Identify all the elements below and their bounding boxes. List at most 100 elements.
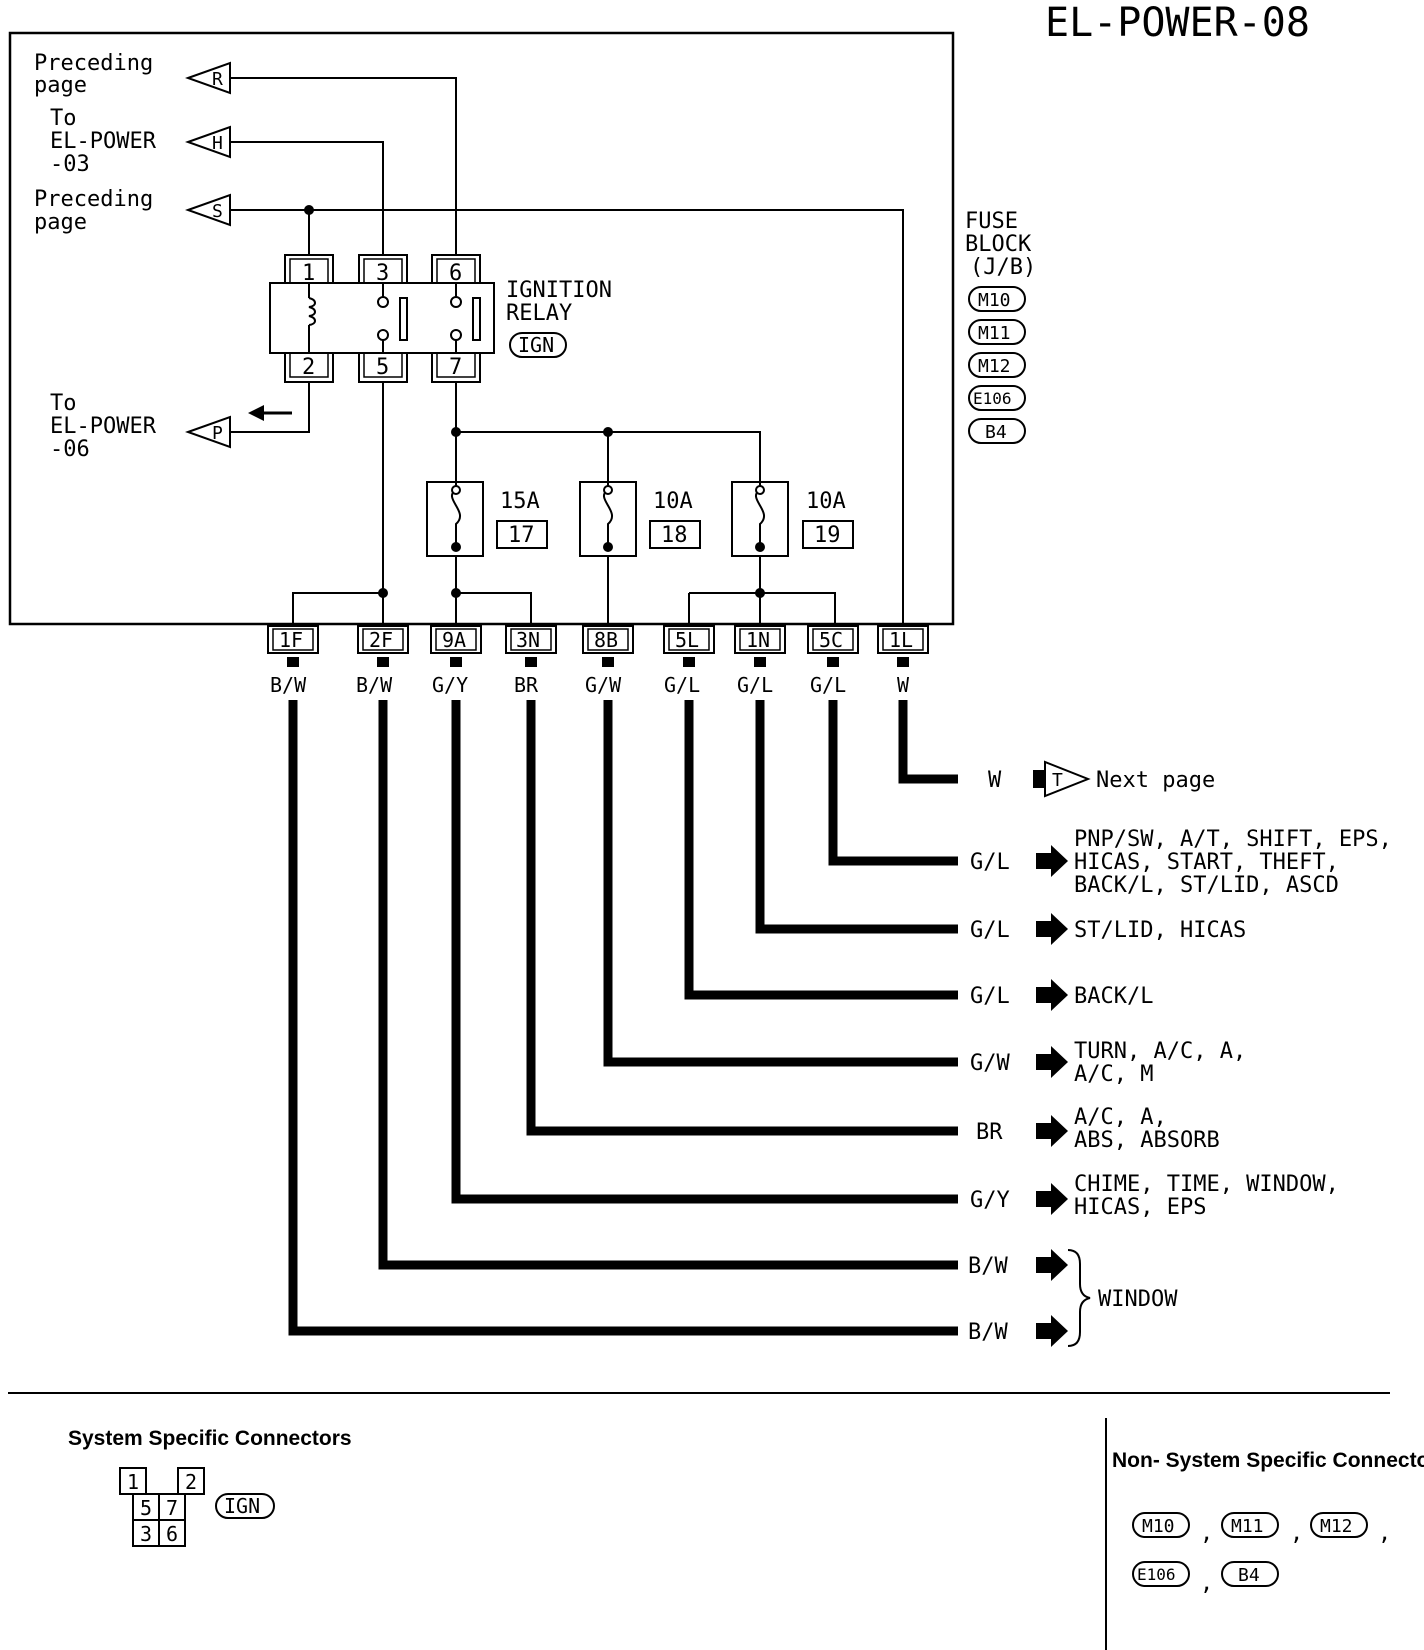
nss-connector-m10: M10 xyxy=(1132,1512,1190,1538)
relay-pin-5: 5 xyxy=(376,355,389,380)
svg-text:BACK/L: BACK/L xyxy=(1074,984,1153,1009)
output-gy-9a-arrow-icon xyxy=(1036,1183,1068,1215)
output-br-3n-arrow-icon xyxy=(1036,1115,1068,1147)
fuse-block-line1: FUSE xyxy=(965,209,1018,234)
svg-text:ST/LID, HICAS: ST/LID, HICAS xyxy=(1074,918,1246,943)
svg-text:,: , xyxy=(1200,1521,1213,1546)
window-brace-icon xyxy=(1067,1249,1091,1347)
fuse-18-amp: 10A xyxy=(653,489,693,514)
terminal-9a-id: 9A xyxy=(442,628,466,652)
connector-to-h: To EL-POWER -03 H xyxy=(50,106,231,177)
output-gl-5c: G/L PNP/SW, A/T, SHIFT, EPS, HICAS, STAR… xyxy=(970,827,1392,898)
connector-p-arrow xyxy=(185,415,231,449)
terminal-5l-id: 5L xyxy=(675,628,699,652)
terminal-5c: 5C G/L xyxy=(807,625,859,697)
relay-coil-icon xyxy=(308,283,316,353)
output-br-3n: BR A/C, A, ABS, ABSORB xyxy=(976,1105,1220,1153)
svg-text:M10: M10 xyxy=(978,290,1011,311)
connector-s-letter: S xyxy=(212,201,223,222)
page-title: EL-POWER-08 xyxy=(1045,0,1310,46)
relay-contact-6-7-icon xyxy=(450,283,481,353)
fuse-18-num: 18 xyxy=(661,523,688,548)
terminal-8b-color: G/W xyxy=(585,673,622,697)
connector-to-p: To EL-POWER -06 P xyxy=(50,391,231,462)
output-bw-2f: B/W xyxy=(968,1249,1068,1281)
svg-text:3: 3 xyxy=(140,1522,152,1546)
ign-code: IGN xyxy=(224,1494,260,1518)
svg-text:5: 5 xyxy=(140,1496,152,1520)
connector-s-line1: Preceding xyxy=(34,187,153,212)
relay-pin-6: 6 xyxy=(449,261,462,286)
output-br-3n-color: BR xyxy=(976,1120,1003,1145)
terminal-1f-color: B/W xyxy=(270,673,307,697)
terminal-1l-id: 1L xyxy=(889,628,913,652)
terminal-5c-id: 5C xyxy=(819,628,843,652)
nss-connector-b4: B4 xyxy=(1221,1561,1279,1587)
system-specific-heading: System Specific Connectors xyxy=(68,1427,352,1450)
terminal-1n-color: G/L xyxy=(737,673,773,697)
svg-text:CHIME, TIME, WINDOW,: CHIME, TIME, WINDOW, xyxy=(1074,1172,1339,1197)
relay-pin-7: 7 xyxy=(449,355,462,380)
connector-p-line1: To xyxy=(50,391,77,416)
svg-text:A/C, A,: A/C, A, xyxy=(1074,1105,1167,1130)
terminal-5l: 5L G/L xyxy=(663,625,715,697)
output-gl-5c-arrow-icon xyxy=(1036,845,1068,877)
output-w-label: Next page xyxy=(1096,768,1215,793)
ignition-relay: 1 3 6 2 5 7 xyxy=(269,254,612,383)
connector-preceding-s: Preceding page S xyxy=(34,187,231,235)
relay-label-line2: RELAY xyxy=(506,301,572,326)
svg-text:B4: B4 xyxy=(985,422,1007,443)
svg-text:,: , xyxy=(1290,1521,1303,1546)
terminal-1l: 1L W xyxy=(877,625,929,697)
terminal-3n-id: 3N xyxy=(516,628,540,652)
svg-text:E106: E106 xyxy=(973,389,1012,408)
svg-text:7: 7 xyxy=(166,1496,178,1520)
relay-code: IGN xyxy=(518,333,554,357)
connector-t-arrow xyxy=(1044,760,1091,798)
terminal-2f-id: 2F xyxy=(369,628,393,652)
svg-text:B4: B4 xyxy=(1238,1565,1260,1586)
non-system-specific-connectors: Non- System Specific Connectors M10 , M1… xyxy=(1112,1449,1424,1596)
connector-t-letter: T xyxy=(1052,770,1063,791)
connector-p-line2: EL-POWER xyxy=(50,414,157,439)
nss-connector-m11: M11 xyxy=(1221,1512,1279,1538)
svg-text:6: 6 xyxy=(166,1522,178,1546)
connector-s-line2: page xyxy=(34,210,87,235)
svg-text:PNP/SW, A/T, SHIFT, EPS,: PNP/SW, A/T, SHIFT, EPS, xyxy=(1074,827,1392,852)
terminal-9a: 9A G/Y xyxy=(430,625,482,697)
output-gy-9a: G/Y CHIME, TIME, WINDOW, HICAS, EPS xyxy=(970,1172,1339,1220)
connector-r-line2: page xyxy=(34,73,87,98)
output-gl-5l: G/L BACK/L xyxy=(970,979,1153,1011)
non-system-specific-heading: Non- System Specific Connectors xyxy=(1112,1449,1424,1472)
relay-pin-2: 2 xyxy=(302,355,315,380)
relay-pin-1: 1 xyxy=(302,261,315,286)
terminal-5c-color: G/L xyxy=(810,673,846,697)
connector-p-letter: P xyxy=(212,423,223,444)
connector-h-letter: H xyxy=(212,133,223,154)
svg-text:TURN, A/C, A,: TURN, A/C, A, xyxy=(1074,1039,1246,1064)
fuse-18: 10A 18 xyxy=(579,481,701,557)
connector-r-line1: Preceding xyxy=(34,51,153,76)
fuse-17-num: 17 xyxy=(508,523,535,548)
svg-text:HICAS, START, THEFT,: HICAS, START, THEFT, xyxy=(1074,850,1339,875)
output-gl-1n-arrow-icon xyxy=(1036,913,1068,945)
output-gl-1n: G/L ST/LID, HICAS xyxy=(970,913,1246,945)
terminal-1n-id: 1N xyxy=(746,628,770,652)
fuse-block-connector-m10: M10 xyxy=(968,286,1026,312)
terminal-8b-id: 8B xyxy=(594,628,618,652)
relay-code-badge xyxy=(509,332,567,358)
window-label: WINDOW xyxy=(1098,1287,1178,1312)
ign-connector-face: 1 2 5 7 3 6 xyxy=(119,1467,205,1547)
connector-h-line3: -03 xyxy=(50,152,90,177)
output-gw-8b: G/W TURN, A/C, A, A/C, M xyxy=(970,1039,1246,1087)
nss-connector-m12: M12 xyxy=(1310,1512,1368,1538)
output-gl-5c-color: G/L xyxy=(970,850,1010,875)
system-specific-connectors: System Specific Connectors 1 2 5 7 3 6 I… xyxy=(68,1427,352,1547)
nss-connector-e106: E106 xyxy=(1132,1561,1190,1587)
terminal-1f-id: 1F xyxy=(279,628,303,652)
output-gl-5l-arrow-icon xyxy=(1036,979,1068,1011)
terminal-1f: 1F B/W xyxy=(267,625,319,697)
output-gl-1n-color: G/L xyxy=(970,918,1010,943)
connector-r-arrow xyxy=(185,61,231,95)
